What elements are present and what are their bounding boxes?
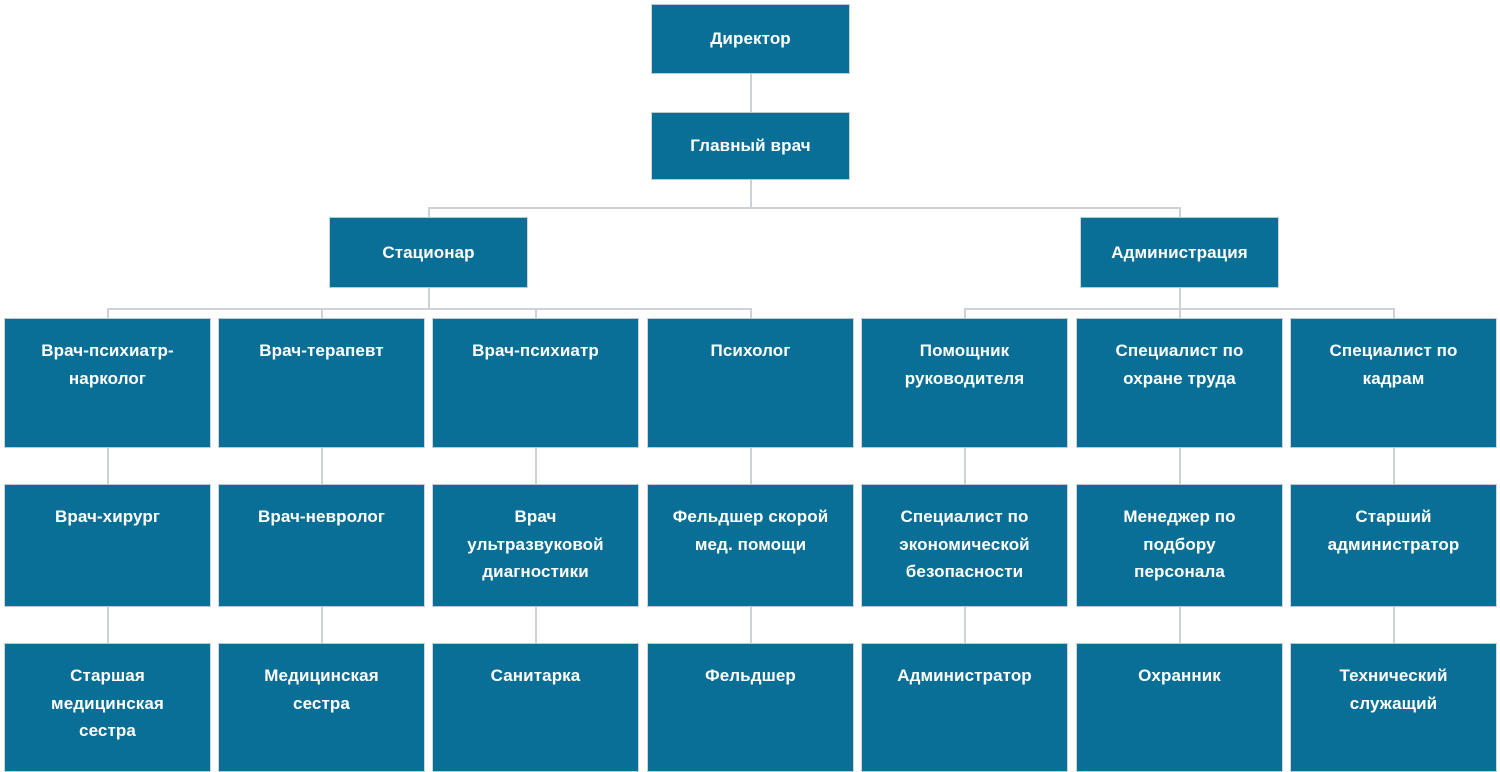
node-label: Технический служащий: [1339, 666, 1448, 713]
node-label: Помощник руководителя: [904, 341, 1025, 388]
node-label: Врач-невролог: [257, 507, 386, 526]
node-label: Администратор: [897, 666, 1032, 685]
node-psychologist[interactable]: Психолог: [647, 318, 854, 448]
node-label: Врач-хирург: [54, 507, 161, 526]
connector-hospital-to-c1: [107, 308, 109, 318]
node-guard[interactable]: Охранник: [1076, 643, 1283, 772]
connector-r4-r5-c6: [1179, 607, 1181, 643]
node-label: Врач-психиатр- нарколог: [41, 341, 174, 388]
connector-to-hospital: [428, 207, 430, 217]
node-label: Специалист по охране труда: [1115, 341, 1244, 388]
node-administrator[interactable]: Администратор: [861, 643, 1068, 772]
node-label: Врач-терапевт: [259, 341, 384, 360]
node-ultrasound-doctor[interactable]: Врач ультразвуковой диагностики: [432, 484, 639, 607]
node-administration[interactable]: Администрация: [1080, 217, 1279, 288]
connector-admin-to-c6: [1179, 308, 1181, 318]
node-label: Психолог: [710, 341, 791, 360]
node-head-nurse[interactable]: Старшая медицинская сестра: [4, 643, 211, 772]
connector-r4-r5-c3: [535, 607, 537, 643]
connector-r3-r4-c4: [750, 448, 752, 484]
connector-hospital-to-c3: [535, 308, 537, 318]
node-label: Стационар: [382, 242, 475, 262]
connector-admin-to-c5: [964, 308, 966, 318]
node-economic-security-specialist[interactable]: Специалист по экономической безопасности: [861, 484, 1068, 607]
node-label: Администрация: [1111, 242, 1248, 262]
node-labor-safety-specialist[interactable]: Специалист по охране труда: [1076, 318, 1283, 448]
node-orderly[interactable]: Санитарка: [432, 643, 639, 772]
node-recruitment-manager[interactable]: Менеджер по подбору персонала: [1076, 484, 1283, 607]
connector-hospital-bar: [107, 308, 751, 310]
node-hospital[interactable]: Стационар: [329, 217, 528, 288]
node-director[interactable]: Директор: [651, 4, 850, 74]
node-technical-staff[interactable]: Технический служащий: [1290, 643, 1497, 772]
connector-administration-down: [1179, 288, 1181, 310]
node-surgeon[interactable]: Врач-хирург: [4, 484, 211, 607]
connector-director-chief: [750, 74, 752, 112]
node-nurse[interactable]: Медицинская сестра: [218, 643, 425, 772]
node-psychiatrist-narcologist[interactable]: Врач-психиатр- нарколог: [4, 318, 211, 448]
node-hr-specialist[interactable]: Специалист по кадрам: [1290, 318, 1497, 448]
connector-r3-r4-c3: [535, 448, 537, 484]
node-label: Врач ультразвуковой диагностики: [467, 507, 604, 582]
connector-r4-r5-c2: [321, 607, 323, 643]
connector-to-administration: [1179, 207, 1181, 217]
node-label: Охранник: [1138, 666, 1221, 685]
connector-hospital-to-c4: [750, 308, 752, 318]
node-label: Врач-психиатр: [472, 341, 599, 360]
node-label: Фельдшер: [705, 666, 796, 685]
node-label: Специалист по кадрам: [1329, 341, 1458, 388]
node-neurologist[interactable]: Врач-невролог: [218, 484, 425, 607]
connector-r4-r5-c4: [750, 607, 752, 643]
connector-r3-r4-c1: [107, 448, 109, 484]
connector-r3-r4-c7: [1393, 448, 1395, 484]
node-label: Менеджер по подбору персонала: [1123, 507, 1236, 582]
node-assistant-head[interactable]: Помощник руководителя: [861, 318, 1068, 448]
connector-r3-r4-c6: [1179, 448, 1181, 484]
connector-r4-r5-c1: [107, 607, 109, 643]
node-psychiatrist[interactable]: Врач-психиатр: [432, 318, 639, 448]
node-label: Старший администратор: [1327, 507, 1460, 554]
node-senior-administrator[interactable]: Старший администратор: [1290, 484, 1497, 607]
connector-r3-r4-c5: [964, 448, 966, 484]
node-chief-doctor[interactable]: Главный врач: [651, 112, 850, 180]
node-label: Санитарка: [490, 666, 581, 685]
node-ambulance-paramedic[interactable]: Фельдшер скорой мед. помощи: [647, 484, 854, 607]
connector-r4-r5-c7: [1393, 607, 1395, 643]
connector-hospital-to-c2: [321, 308, 323, 318]
connector-r4-r5-c5: [964, 607, 966, 643]
node-label: Старшая медицинская сестра: [51, 666, 164, 741]
node-label: Специалист по экономической безопасности: [899, 507, 1030, 582]
node-label: Фельдшер скорой мед. помощи: [672, 507, 829, 554]
node-therapist[interactable]: Врач-терапевт: [218, 318, 425, 448]
connector-hospital-down: [428, 288, 430, 310]
node-label: Медицинская сестра: [264, 666, 379, 713]
connector-level2-bar: [428, 207, 1180, 209]
node-label: Главный врач: [690, 136, 811, 156]
connector-admin-to-c7: [1393, 308, 1395, 318]
node-label: Директор: [710, 29, 791, 49]
connector-r3-r4-c2: [321, 448, 323, 484]
node-paramedic[interactable]: Фельдшер: [647, 643, 854, 772]
connector-chief-down: [750, 180, 752, 208]
